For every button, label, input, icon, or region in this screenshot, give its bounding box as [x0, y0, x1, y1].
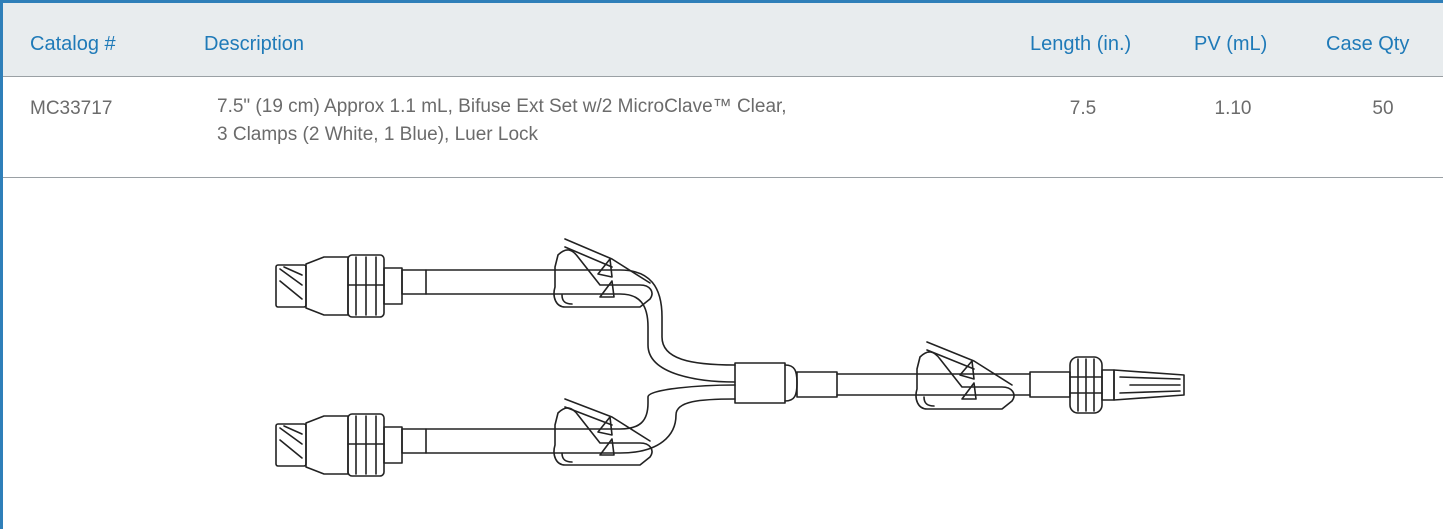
description-line-1: 7.5" (19 cm) Approx 1.1 mL, Bifuse Ext S…: [217, 96, 787, 117]
case-qty-value: 50: [1372, 98, 1394, 119]
lower-connector: [275, 413, 427, 477]
table-row: MC33717 7.5" (19 cm) Approx 1.1 mL, Bifu…: [3, 76, 1443, 178]
header-case-qty: Case Qty: [1326, 33, 1410, 55]
header-description: Description: [204, 33, 305, 55]
bifuse-extension-set-icon: [275, 238, 1185, 477]
table-header: Catalog # Description Length (in.) PV (m…: [3, 3, 1443, 76]
catalog-number: MC33717: [30, 98, 113, 119]
header-length: Length (in.): [1030, 33, 1132, 55]
product-description: 7.5" (19 cm) Approx 1.1 mL, Bifuse Ext S…: [217, 93, 787, 149]
pv-value: 1.10: [1214, 98, 1252, 119]
luer-lock-end: [1069, 356, 1185, 414]
header-catalog: Catalog #: [30, 33, 116, 55]
lower-clamp: [553, 398, 653, 466]
main-clamp: [915, 341, 1015, 410]
upper-connector: [275, 254, 427, 318]
description-line-2: 3 Clamps (2 White, 1 Blue), Luer Lock: [217, 124, 539, 145]
upper-clamp: [553, 238, 653, 308]
length-value: 7.5: [1069, 98, 1097, 119]
header-pv: PV (mL): [1194, 33, 1268, 55]
